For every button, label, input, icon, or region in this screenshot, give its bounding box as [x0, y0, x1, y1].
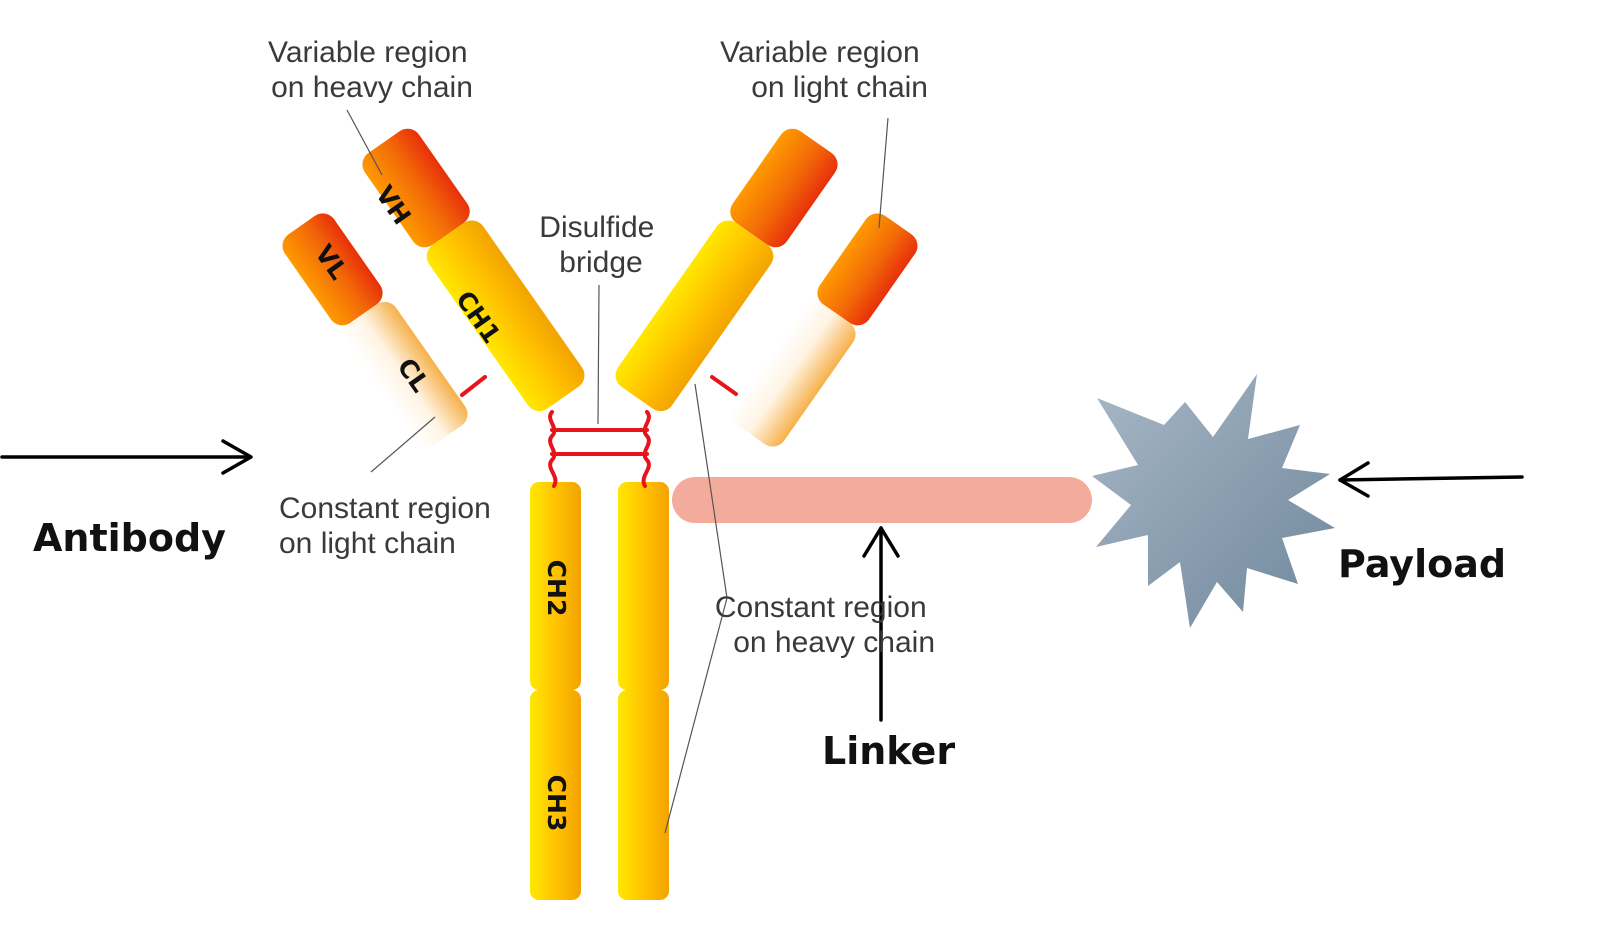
vl-left-domain	[282, 213, 383, 326]
right-arm	[615, 128, 918, 447]
antibody-label: Antibody	[33, 516, 226, 560]
cl-right-domain	[732, 301, 856, 447]
disulfide-bridge-label: Disulfide bridge	[539, 211, 662, 279]
linker-shape	[672, 477, 1092, 523]
vl-right-domain	[817, 213, 918, 326]
vh-right-domain	[730, 128, 838, 248]
heavy-chain-left-stem	[530, 482, 581, 900]
leader-lines	[346, 109, 889, 834]
constant-heavy-label: Constant region on heavy chain	[715, 591, 935, 659]
ch1-left-domain	[426, 220, 585, 412]
hinge-disulfide-bridges	[548, 410, 651, 488]
antibody-arrow	[0, 439, 253, 475]
cl-left-domain	[344, 301, 468, 447]
linker-label: Linker	[822, 729, 955, 773]
ch2-right-domain	[618, 482, 669, 690]
ch3-label: CH3	[542, 775, 571, 832]
disulfide-light-heavy-right	[710, 375, 738, 396]
heavy-chain-right-stem	[618, 482, 669, 900]
disulfide-light-heavy-left	[460, 375, 487, 397]
linker-arrow	[862, 526, 900, 722]
variable-light-label: Variable region on light chain	[720, 36, 928, 104]
payload-label: Payload	[1338, 542, 1506, 586]
ch3-right-domain	[618, 690, 669, 900]
ch2-left-domain	[530, 482, 581, 690]
ch1-right-domain	[615, 220, 774, 412]
ch3-left-domain	[530, 690, 581, 900]
ch2-label: CH2	[542, 560, 571, 617]
left-arm	[282, 128, 585, 447]
vh-left-domain	[362, 128, 470, 248]
payload-arrow	[1338, 461, 1524, 498]
constant-light-label: Constant region on light chain	[279, 492, 499, 560]
variable-heavy-label: Variable region on heavy chain	[268, 36, 476, 104]
payload-starburst	[1092, 374, 1335, 628]
